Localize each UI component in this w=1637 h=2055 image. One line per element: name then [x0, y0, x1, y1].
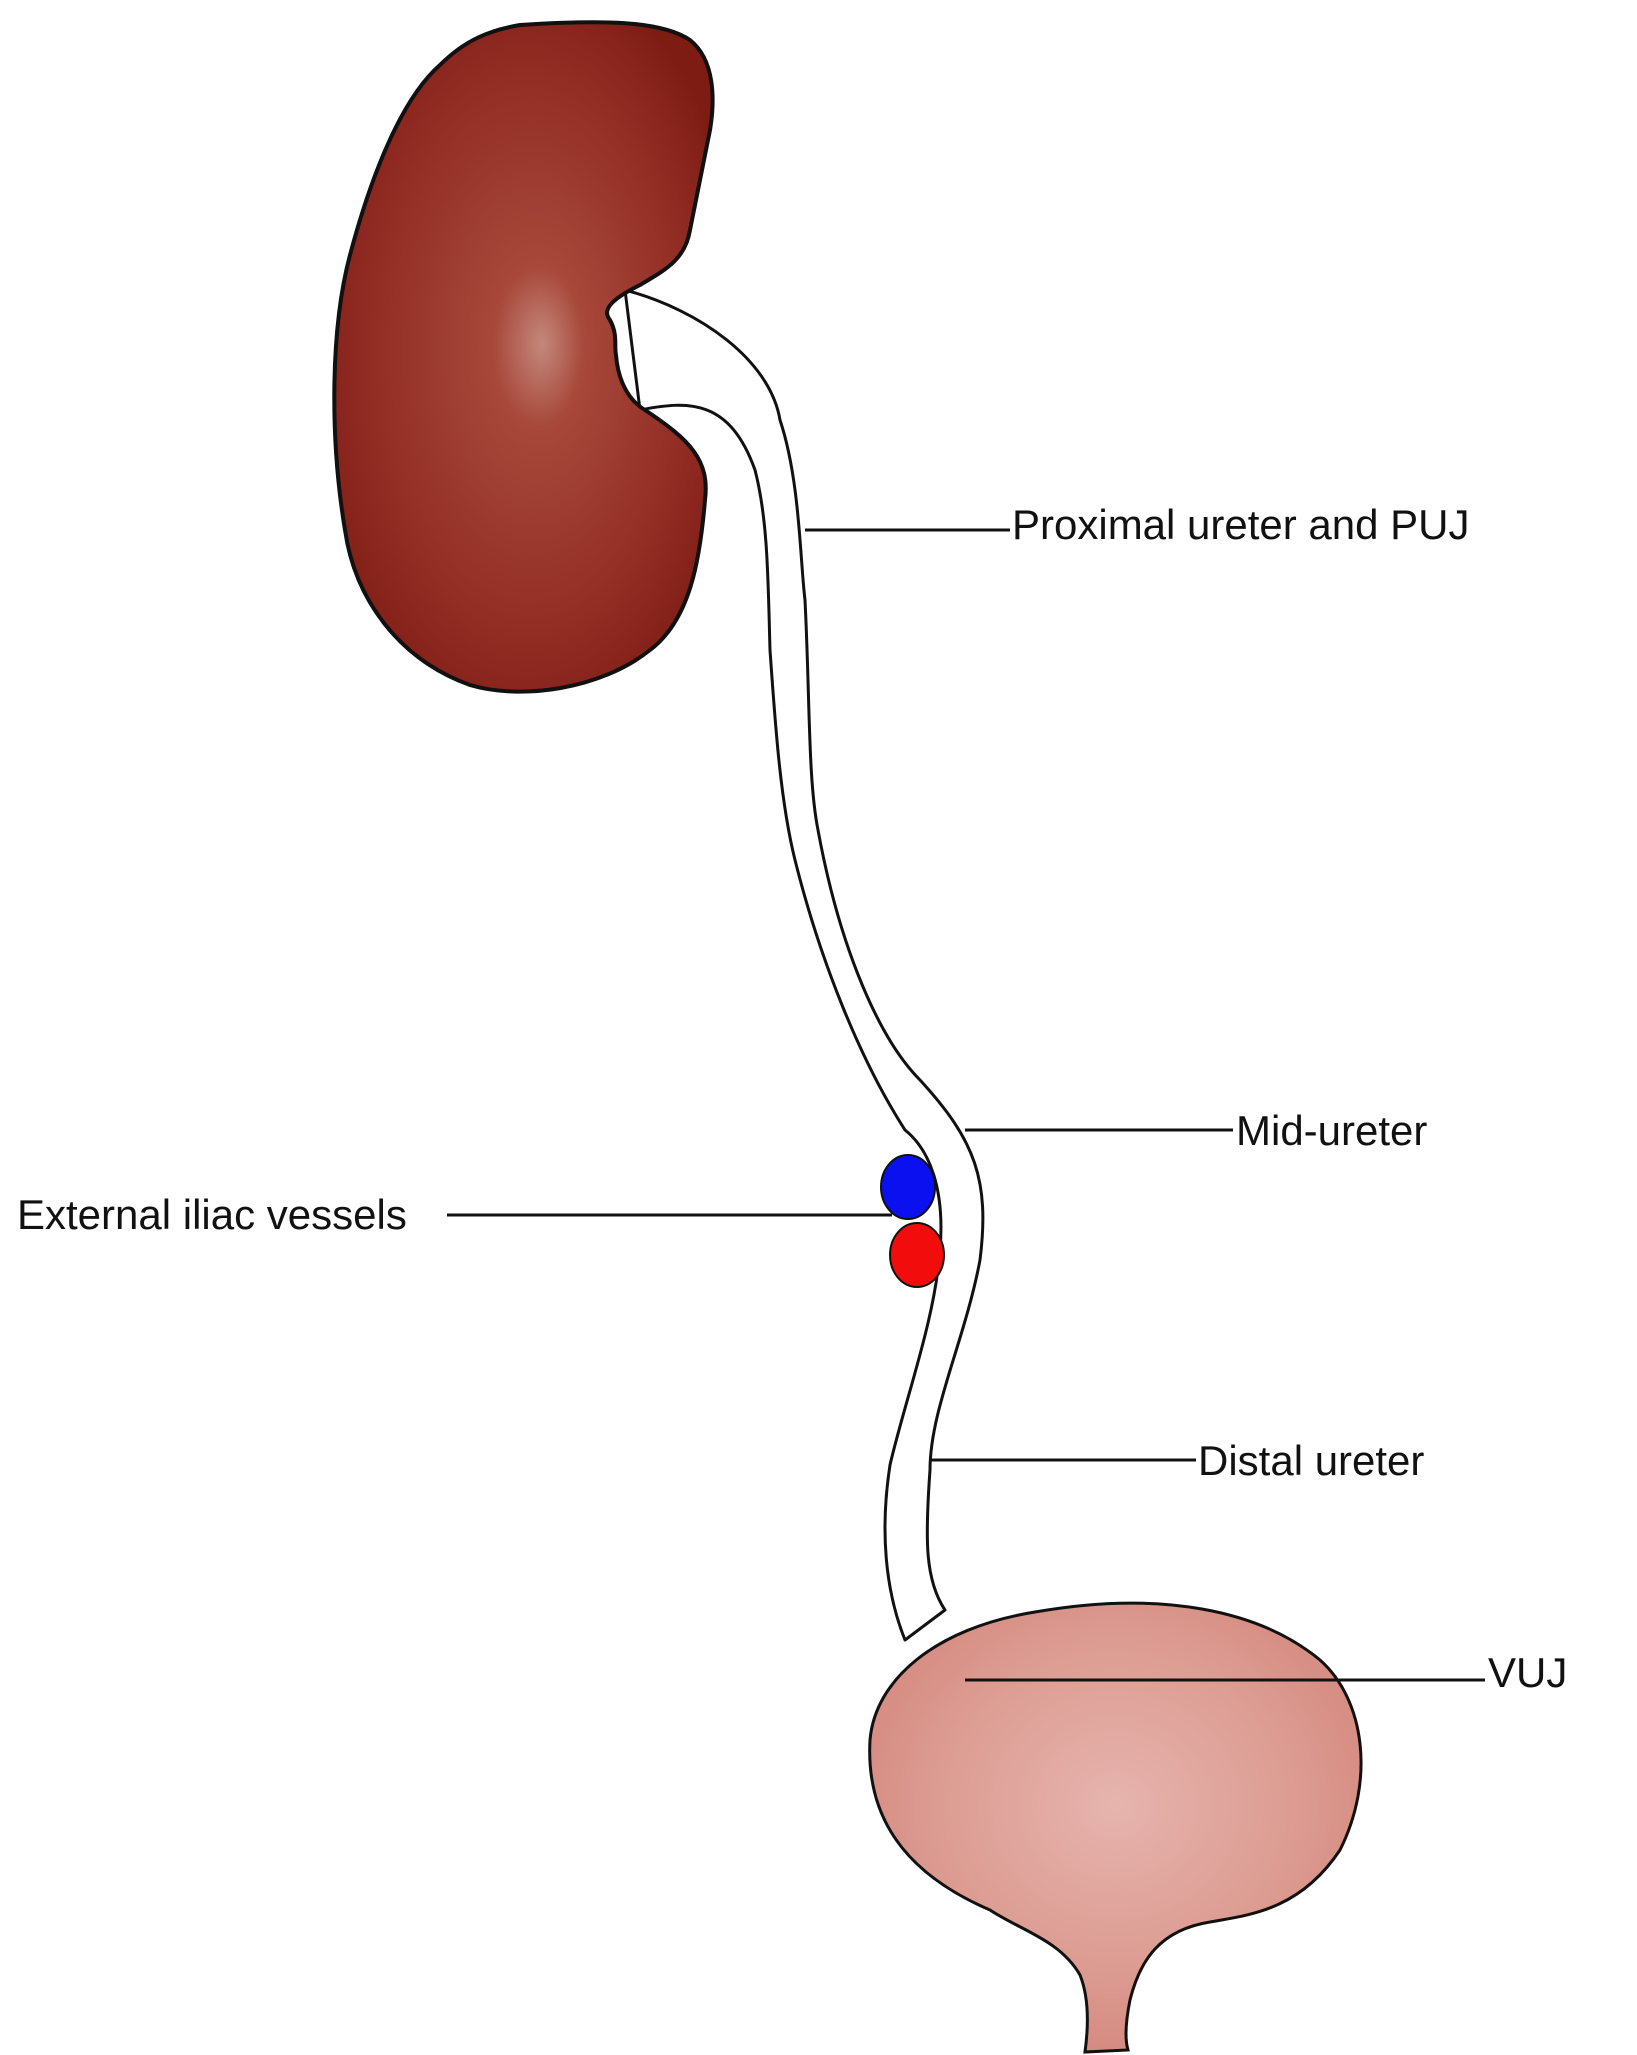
- external-iliac-vein: [880, 1154, 936, 1220]
- label-distal-ureter: Distal ureter: [1198, 1437, 1425, 1484]
- ureter: [623, 288, 985, 1642]
- label-mid-ureter: Mid-ureter: [1236, 1107, 1428, 1154]
- kidney: [332, 20, 715, 694]
- label-proximal-ureter: Proximal ureter and PUJ: [1012, 501, 1470, 548]
- label-vuj: VUJ: [1488, 1649, 1568, 1696]
- external-iliac-artery: [889, 1222, 945, 1288]
- bladder: [868, 1601, 1363, 2054]
- label-external-iliac-vessels: External iliac vessels: [17, 1191, 407, 1238]
